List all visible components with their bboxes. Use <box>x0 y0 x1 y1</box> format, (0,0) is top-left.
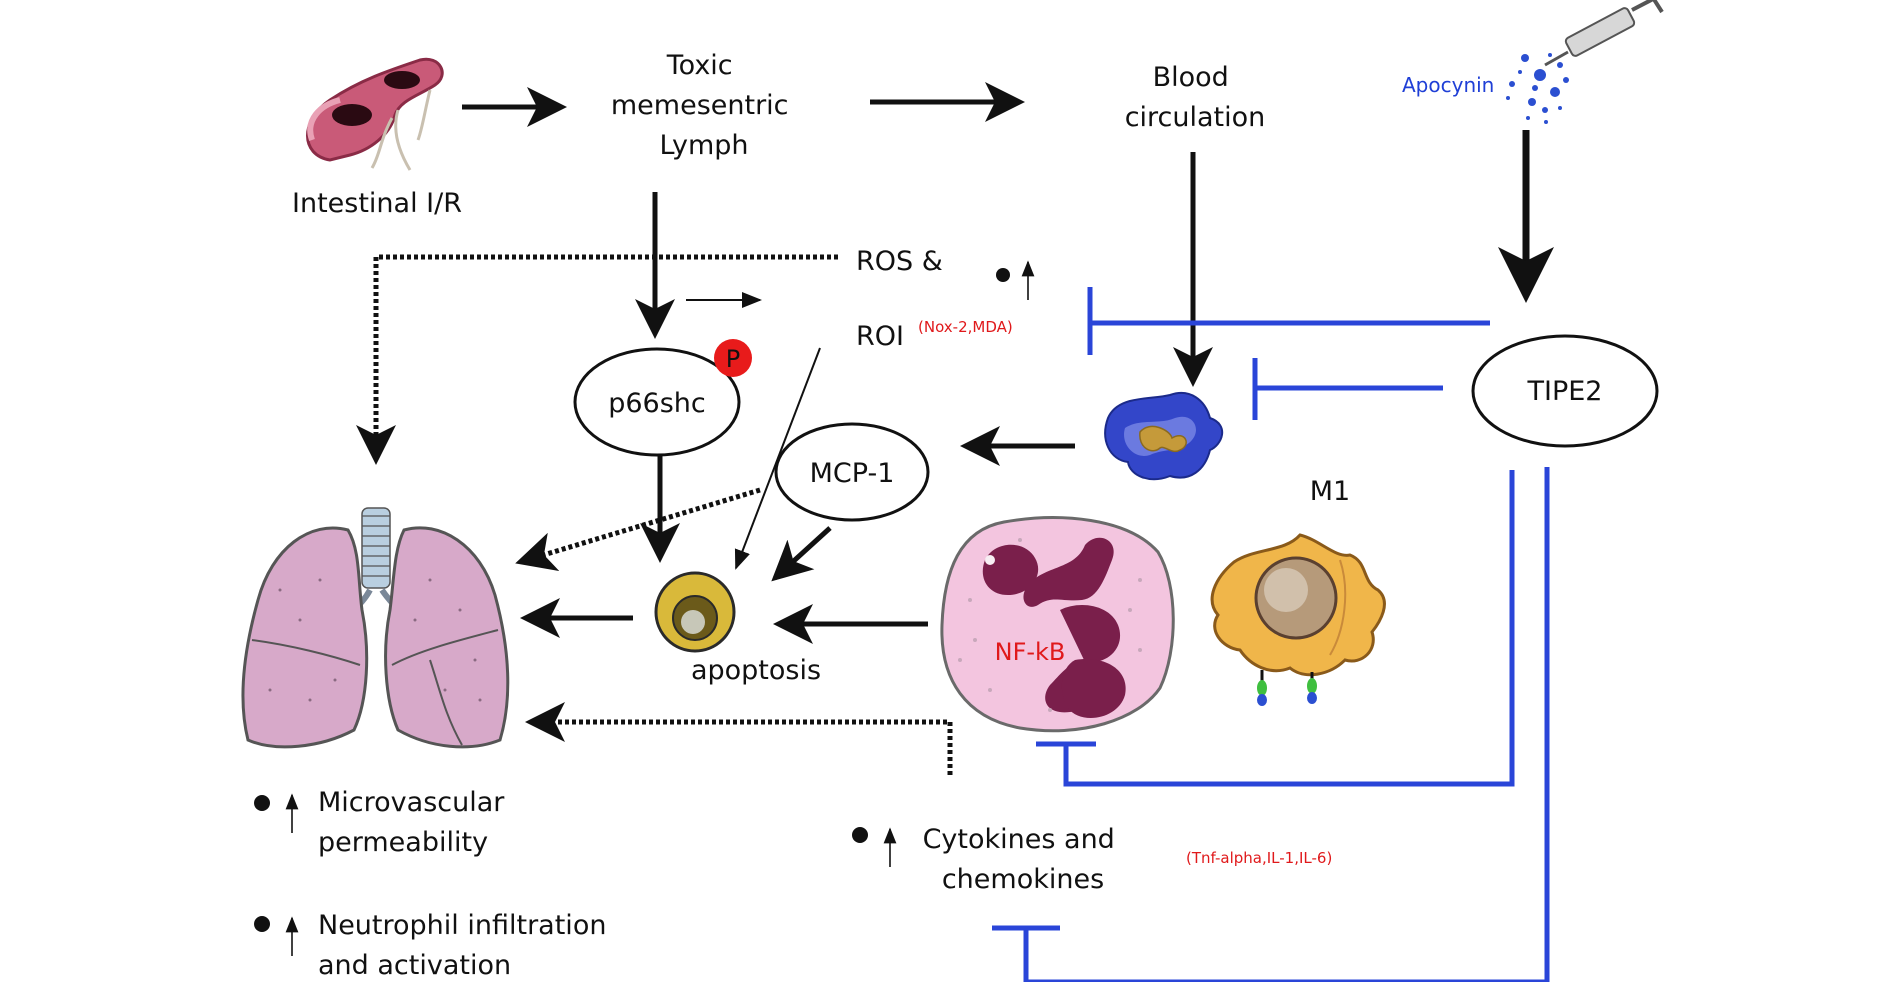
label-intestinal: Intestinal I/R <box>292 188 462 219</box>
label-nfkb: NF-kB <box>995 638 1066 666</box>
label-cytokines: Cytokines and chemokines <box>923 824 1124 895</box>
label-nox: (Nox-2,MDA) <box>918 318 1013 336</box>
inhibition-lines <box>992 287 1550 982</box>
bullet-ros <box>996 268 1010 282</box>
apocynin-particles <box>1506 53 1569 124</box>
intestine-illustration <box>306 57 444 171</box>
apoptotic-cell-illustration <box>654 571 736 653</box>
label-neutrophil-infiltration: Neutrophil infiltration and activation <box>318 910 615 981</box>
tipe2-node <box>1471 334 1659 448</box>
arrow-mcp1-to-apoptosis <box>771 526 832 582</box>
label-mcp1: MCP-1 <box>810 458 895 489</box>
bullet-cytokines <box>852 827 868 843</box>
label-microvascular: Microvascular permeability <box>318 787 513 858</box>
label-phospho: P <box>726 345 740 373</box>
label-apocynin: Apocynin <box>1402 73 1494 97</box>
label-tipe2: TIPE2 <box>1527 376 1603 407</box>
label-blood-circulation: Blood circulation <box>1125 62 1266 133</box>
p66shc-node <box>573 347 741 457</box>
label-p66shc: p66shc <box>608 388 706 419</box>
lungs-illustration <box>241 507 510 749</box>
inhibit-tipe2-neutrophil <box>1063 470 1515 787</box>
label-apoptosis: apoptosis <box>691 655 821 686</box>
dotted-cytokines-to-lung <box>525 702 953 775</box>
label-toxic-lymph: Toxic memesentric Lymph <box>611 50 797 161</box>
phospho-badge <box>714 339 752 377</box>
syringe-icon <box>1544 0 1664 67</box>
label-ros: ROS & <box>856 246 943 277</box>
bullet-microvascular <box>254 795 270 811</box>
mcp1-node <box>774 422 930 522</box>
inhibit-tipe2-cytokines <box>1023 467 1550 982</box>
label-tnf: (Tnf-alpha,IL-1,IL-6) <box>1186 849 1332 867</box>
monocyte-illustration <box>1104 392 1223 481</box>
dotted-ros-to-lung <box>356 254 838 465</box>
m1-macrophage-illustration <box>1210 533 1386 706</box>
dotted-arrows <box>356 254 953 775</box>
label-m1: M1 <box>1310 476 1350 507</box>
dotted-mcp1-to-lung <box>515 487 761 572</box>
neutrophil-illustration <box>940 516 1175 733</box>
label-roi: ROI <box>856 321 904 352</box>
activation-arrows <box>462 82 1554 644</box>
bullet-neutrophil <box>254 916 270 932</box>
